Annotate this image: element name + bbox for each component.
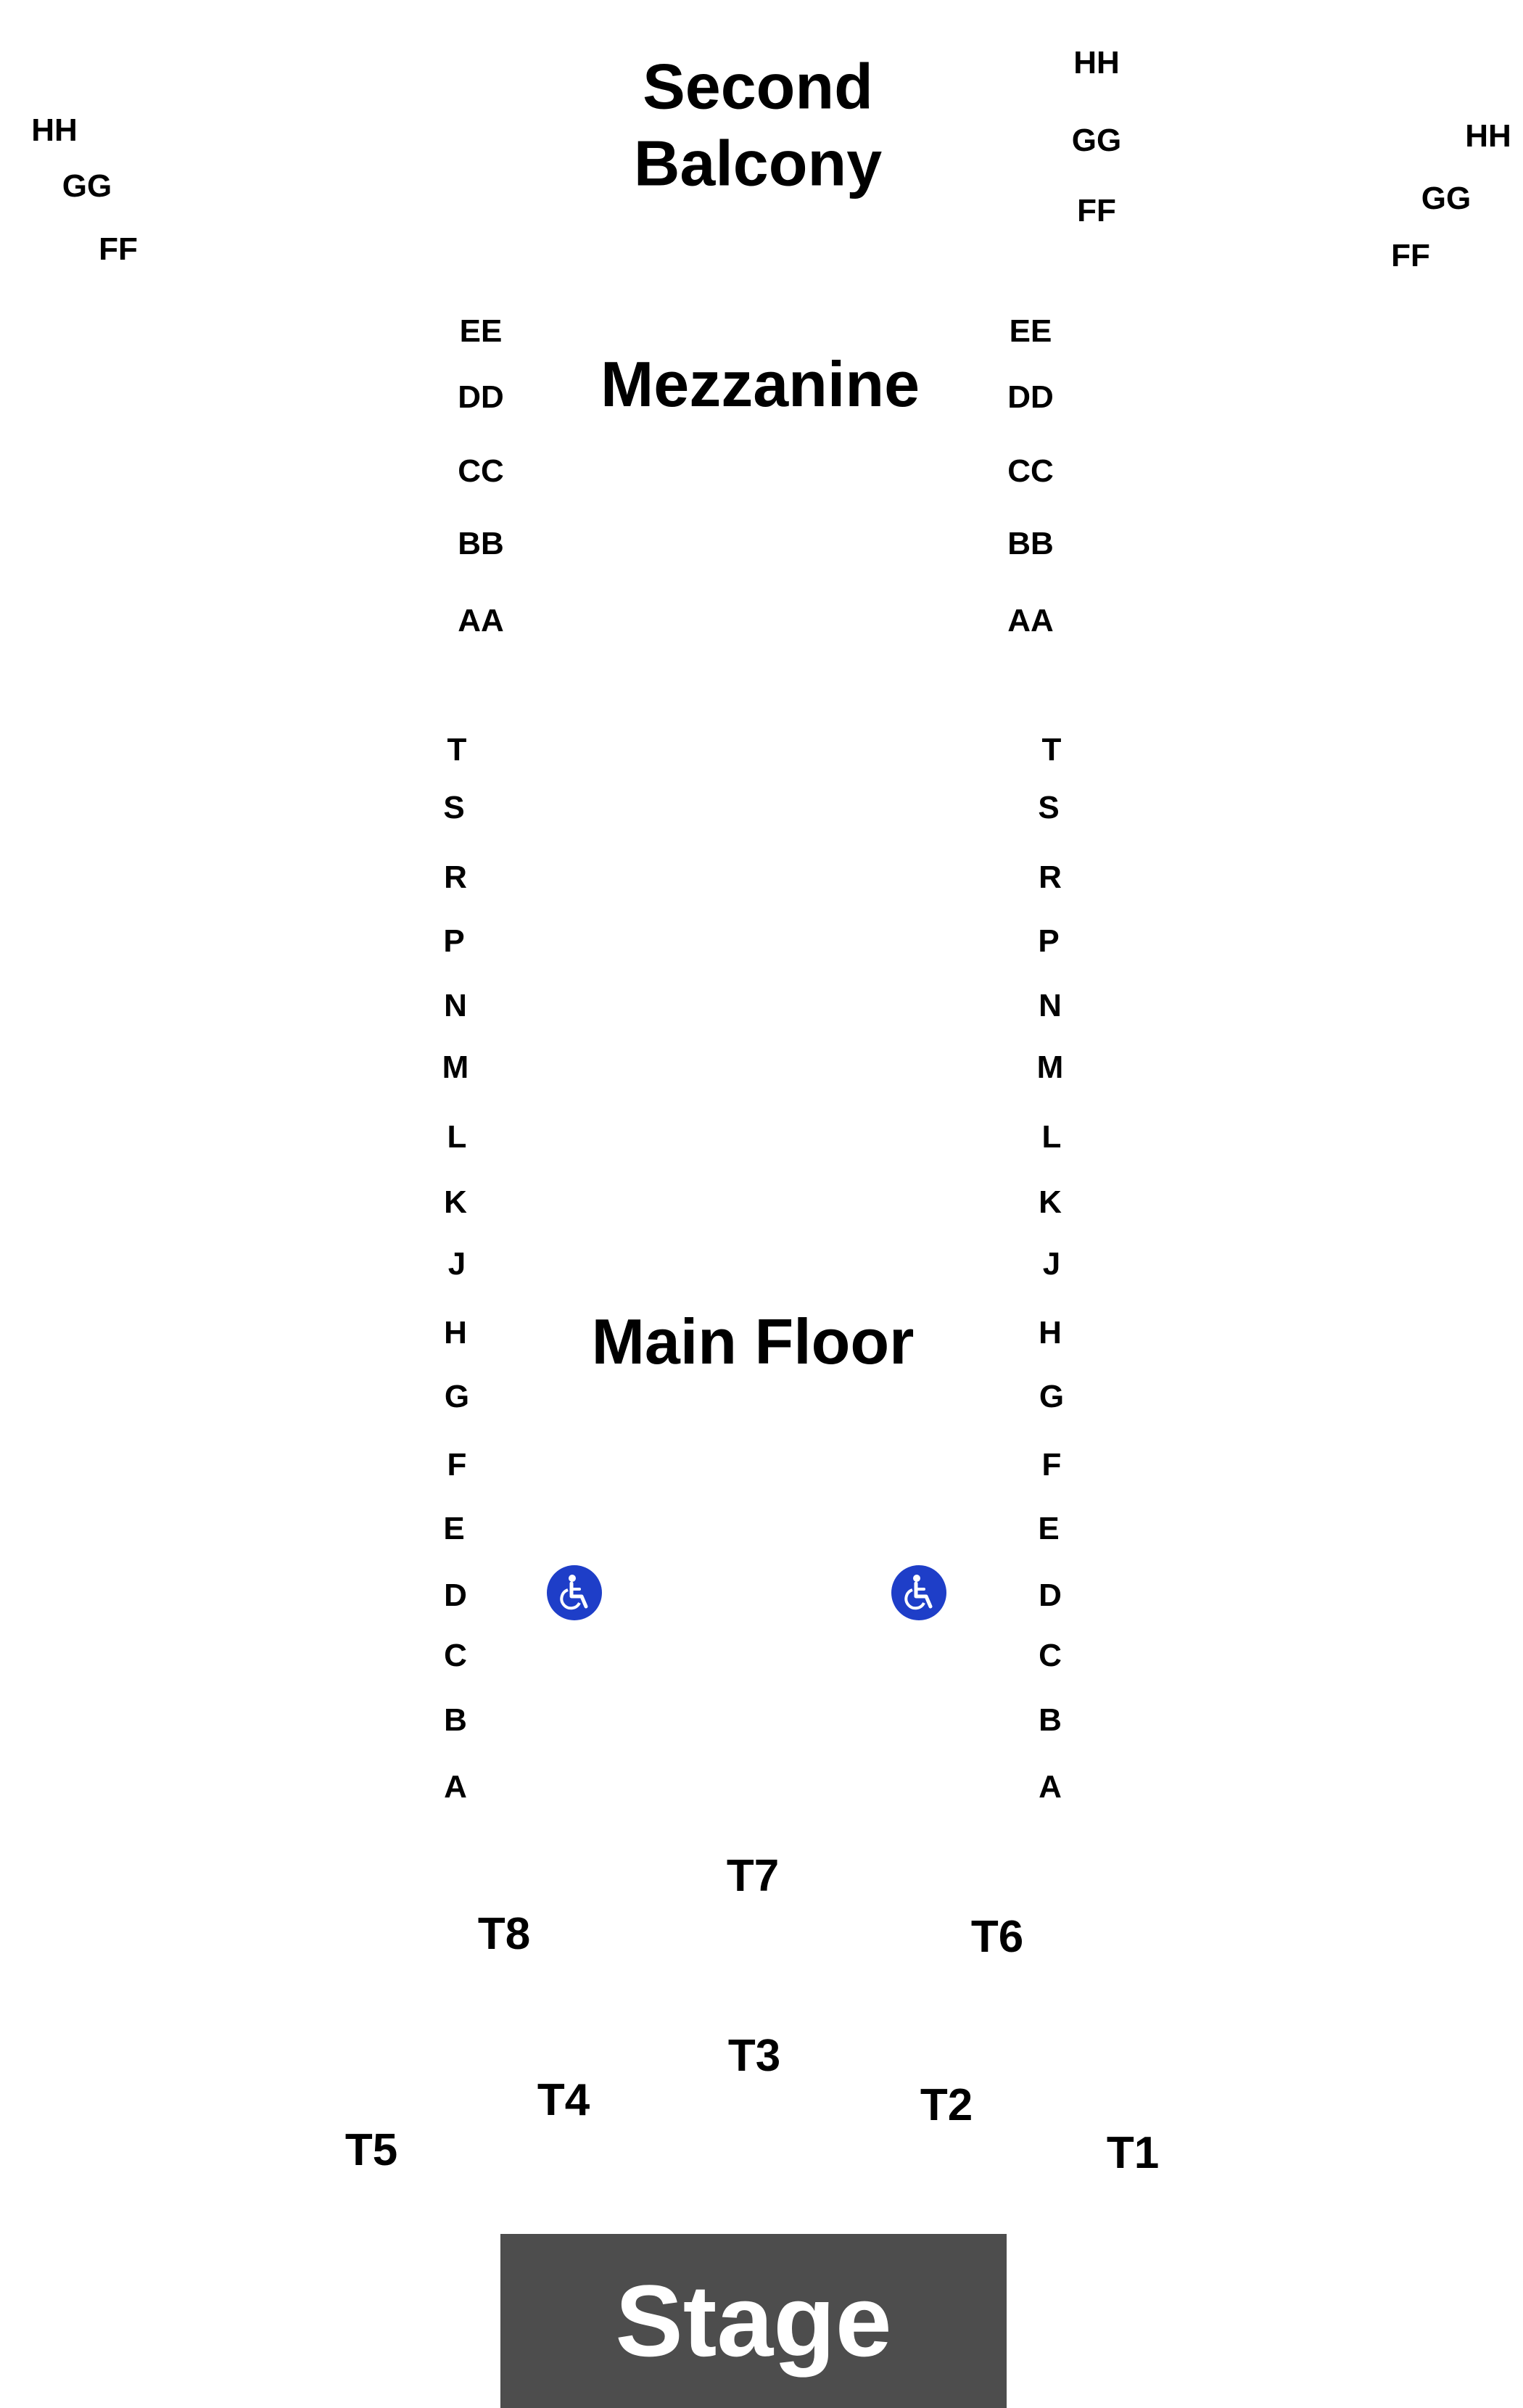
table-t5[interactable]: T5 — [344, 2125, 398, 2175]
main-floor-left-row-m[interactable]: M — [442, 1050, 469, 1085]
wheelchair-icon[interactable] — [891, 1565, 946, 1620]
main-floor-right-row-t[interactable]: T — [1041, 732, 1062, 767]
main-floor-right-row-f[interactable]: F — [1041, 1447, 1062, 1483]
balcony-right-row-ff[interactable]: FF — [1391, 238, 1430, 273]
balcony-left-row-ff[interactable]: FF — [99, 231, 138, 267]
table-t2[interactable]: T2 — [920, 2080, 973, 2130]
main-floor-label[interactable]: Main Floor — [591, 1306, 915, 1378]
main-floor-left-row-p[interactable]: P — [443, 923, 465, 959]
balcony-left-row-hh[interactable]: HH — [31, 112, 78, 148]
wheelchair-icon-graphic — [891, 1565, 946, 1620]
main-floor-left-row-e[interactable]: E — [443, 1511, 465, 1546]
main-floor-left-row-h[interactable]: H — [444, 1315, 467, 1351]
wheelchair-icon-graphic — [547, 1565, 602, 1620]
mezzanine-left-row-aa[interactable]: AA — [458, 603, 504, 638]
mezzanine-right-row-bb[interactable]: BB — [1007, 526, 1054, 561]
main-floor-right-row-s[interactable]: S — [1038, 790, 1060, 825]
wheelchair-icon[interactable] — [547, 1565, 602, 1620]
main-floor-right-row-k[interactable]: K — [1039, 1184, 1062, 1220]
main-floor-left-row-n[interactable]: N — [444, 988, 467, 1023]
main-floor-right-row-j[interactable]: J — [1042, 1246, 1061, 1282]
mezzanine-right-row-aa[interactable]: AA — [1007, 603, 1054, 638]
main-floor-right-row-a[interactable]: A — [1039, 1769, 1062, 1805]
stage-label: Stage — [615, 2264, 892, 2378]
mezzanine-left-row-dd[interactable]: DD — [458, 379, 504, 415]
balcony-center-row-hh[interactable]: HH — [1073, 45, 1120, 81]
main-floor-left-row-b[interactable]: B — [444, 1702, 467, 1738]
main-floor-right-row-r[interactable]: R — [1039, 859, 1062, 895]
table-t6[interactable]: T6 — [970, 1912, 1024, 1962]
mezzanine-right-row-ee[interactable]: EE — [1009, 313, 1052, 349]
mezzanine-left-row-cc[interactable]: CC — [458, 453, 504, 489]
table-t7[interactable]: T7 — [726, 1851, 780, 1901]
main-floor-right-row-m[interactable]: M — [1036, 1050, 1064, 1085]
main-floor-left-row-t[interactable]: T — [447, 732, 467, 767]
mezzanine-right-row-dd[interactable]: DD — [1007, 379, 1054, 415]
table-t3[interactable]: T3 — [727, 2031, 781, 2081]
main-floor-right-row-l[interactable]: L — [1041, 1119, 1062, 1155]
table-t1[interactable]: T1 — [1106, 2128, 1160, 2178]
main-floor-right-row-g[interactable]: G — [1039, 1379, 1065, 1414]
main-floor-left-row-c[interactable]: C — [444, 1638, 467, 1673]
table-t4[interactable]: T4 — [537, 2075, 590, 2125]
main-floor-right-row-d[interactable]: D — [1039, 1578, 1062, 1613]
main-floor-left-row-j[interactable]: J — [447, 1246, 466, 1282]
mezzanine-label[interactable]: Mezzanine — [600, 348, 920, 421]
balcony-center-row-gg[interactable]: GG — [1071, 123, 1122, 158]
main-floor-left-row-f[interactable]: F — [447, 1447, 467, 1483]
main-floor-left-row-g[interactable]: G — [444, 1379, 470, 1414]
main-floor-right-row-e[interactable]: E — [1038, 1511, 1060, 1546]
balcony-left-row-gg[interactable]: GG — [62, 168, 112, 204]
main-floor-right-row-c[interactable]: C — [1039, 1638, 1062, 1673]
balcony-center-row-ff[interactable]: FF — [1077, 193, 1116, 228]
mezzanine-left-row-ee[interactable]: EE — [459, 313, 503, 349]
main-floor-right-row-h[interactable]: H — [1039, 1315, 1062, 1351]
main-floor-right-row-b[interactable]: B — [1039, 1702, 1062, 1738]
balcony-right-row-hh[interactable]: HH — [1465, 118, 1511, 154]
main-floor-left-row-r[interactable]: R — [444, 859, 467, 895]
main-floor-right-row-n[interactable]: N — [1039, 988, 1062, 1023]
main-floor-left-row-l[interactable]: L — [447, 1119, 467, 1155]
table-t8[interactable]: T8 — [477, 1909, 531, 1959]
mezzanine-left-row-bb[interactable]: BB — [458, 526, 504, 561]
mezzanine-right-row-cc[interactable]: CC — [1007, 453, 1054, 489]
stage[interactable]: Stage — [500, 2234, 1007, 2408]
main-floor-left-row-a[interactable]: A — [444, 1769, 467, 1805]
balcony-right-row-gg[interactable]: GG — [1421, 181, 1472, 216]
main-floor-right-row-p[interactable]: P — [1038, 923, 1060, 959]
main-floor-left-row-s[interactable]: S — [443, 790, 465, 825]
main-floor-left-row-d[interactable]: D — [444, 1578, 467, 1613]
main-floor-left-row-k[interactable]: K — [444, 1184, 467, 1220]
